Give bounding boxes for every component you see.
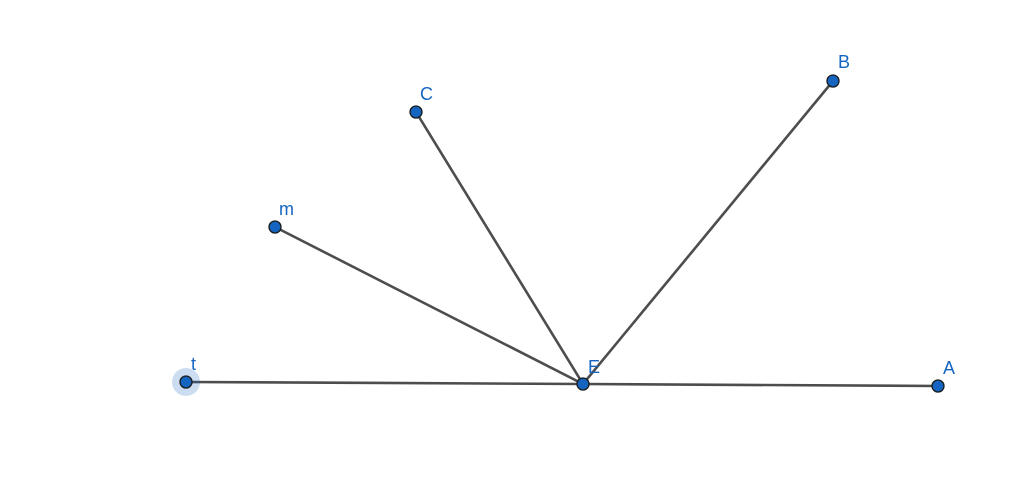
- point-E[interactable]: [576, 377, 590, 391]
- point-B[interactable]: [826, 74, 840, 88]
- point-label-E: E: [588, 357, 600, 377]
- point-label-t: t: [191, 354, 196, 374]
- point-label-A: A: [943, 358, 955, 378]
- point-m[interactable]: [268, 220, 282, 234]
- segment-E-B[interactable]: [581, 79, 835, 386]
- segment-E-m[interactable]: [273, 225, 585, 386]
- point-label-m: m: [279, 199, 294, 219]
- segment-E-C[interactable]: [414, 110, 585, 386]
- point-label-C: C: [420, 84, 433, 104]
- point-label-B: B: [838, 52, 850, 72]
- point-A[interactable]: [931, 379, 945, 393]
- segment-E-t[interactable]: [184, 380, 585, 386]
- point-t[interactable]: [179, 375, 193, 389]
- point-C[interactable]: [409, 105, 423, 119]
- segment-E-A[interactable]: [581, 382, 940, 388]
